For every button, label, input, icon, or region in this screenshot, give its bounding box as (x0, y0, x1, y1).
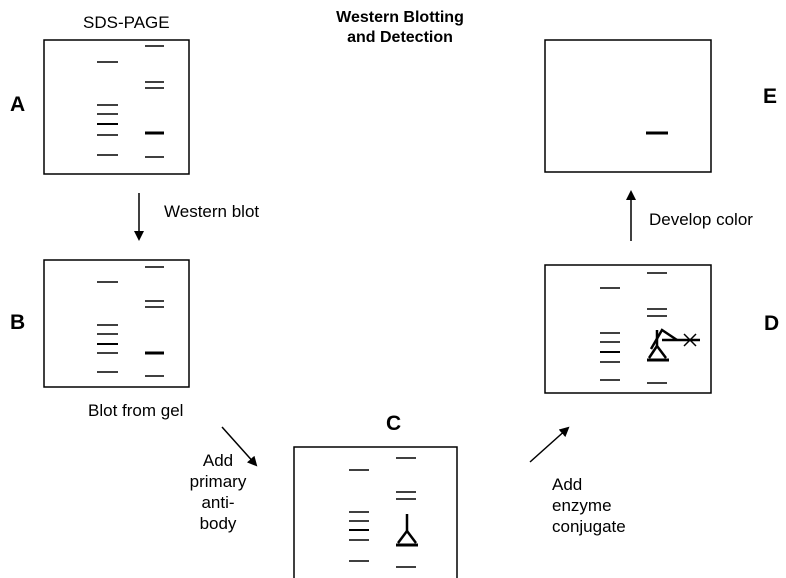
panel-b-membrane (43, 259, 190, 388)
arrow-c-to-d (529, 426, 570, 463)
primary-line-1: Add (202, 451, 234, 470)
enzyme-conjugate-icon (649, 328, 700, 350)
step-develop-color-label: Develop color (649, 210, 753, 229)
panel-e-membrane (544, 39, 712, 173)
primary-line-3: anti- (201, 493, 235, 512)
enzyme-line-3: conjugate (552, 517, 626, 536)
step-western-blot-label: Western blot (164, 202, 260, 221)
enzyme-line-2: enzyme (552, 496, 612, 515)
panel-d-membrane (544, 264, 712, 394)
enzyme-line-1: Add (552, 475, 583, 494)
panel-c-letter: C (386, 412, 402, 435)
panel-a-gel (43, 39, 190, 175)
primary-line-2: primary (189, 472, 247, 491)
title-line-1: Western Blotting (336, 9, 464, 26)
panel-c-membrane (293, 446, 458, 578)
step-primary-antibody-label: Add primary anti- body (183, 450, 253, 534)
title-line-2: and Detection (347, 29, 453, 46)
panel-a-caption: SDS-PAGE (83, 13, 170, 32)
primary-line-4: body (199, 514, 237, 533)
primary-antibody-icon (397, 514, 417, 544)
panel-e-letter: E (763, 85, 778, 108)
panel-b-caption: Blot from gel (88, 401, 184, 420)
panel-b-letter: B (10, 311, 26, 334)
primary-antibody-bound-icon (647, 330, 667, 359)
arrow-b-to-c (221, 426, 258, 467)
panel-d-letter: D (764, 312, 780, 335)
diagram-title: Western Blotting and Detection (300, 8, 500, 48)
step-enzyme-conjugate-label: Add enzyme conjugate (552, 474, 626, 537)
panel-a-letter: A (10, 93, 26, 116)
